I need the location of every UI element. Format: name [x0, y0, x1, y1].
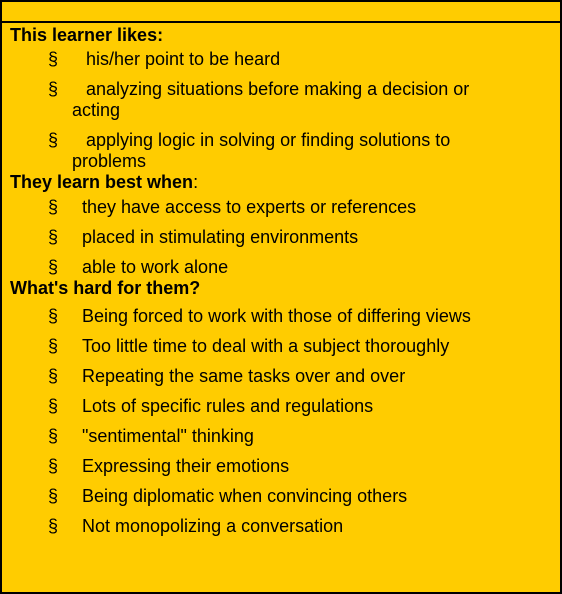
list-item-text: Repeating the same tasks over and over	[82, 366, 406, 386]
list-item: § applying logic in solving or finding s…	[10, 130, 554, 172]
list-item: § Being diplomatic when convincing other…	[10, 486, 554, 507]
header-strip	[2, 2, 560, 23]
list-item-text: applying logic in solving or finding sol…	[86, 130, 451, 150]
list-item: § analyzing situations before making a d…	[10, 79, 554, 121]
section-bullet-icon: §	[48, 336, 59, 356]
section-bullet-icon: §	[48, 516, 59, 536]
list-item: § Too little time to deal with a subject…	[10, 336, 554, 357]
list-item-text: analyzing situations before making a dec…	[86, 79, 470, 99]
list-item-text: Being forced to work with those of diffe…	[82, 306, 471, 326]
list-item: § "sentimental" thinking	[10, 426, 554, 447]
list-item: § Expressing their emotions	[10, 456, 554, 477]
list-item-text: placed in stimulating environments	[82, 227, 359, 247]
list-item-text-continued: problems	[72, 151, 147, 171]
section-bullet-icon: §	[48, 49, 59, 69]
list-item-text: Too little time to deal with a subject t…	[82, 336, 450, 356]
likes-list: § his/her point to be heard § analyzing …	[10, 49, 554, 172]
section-bullet-icon: §	[48, 197, 59, 217]
list-item: § his/her point to be heard	[10, 49, 554, 70]
hard-for-them-list: § Being forced to work with those of dif…	[10, 306, 554, 537]
section-bullet-icon: §	[48, 486, 59, 506]
section-bullet-icon: §	[48, 396, 59, 416]
section-bullet-icon: §	[48, 306, 59, 326]
card-content: This learner likes: § his/her point to b…	[10, 25, 554, 537]
section-bullet-icon: §	[48, 79, 59, 99]
list-item-text: his/her point to be heard	[86, 49, 281, 69]
list-item: § Lots of specific rules and regulations	[10, 396, 554, 417]
list-item: § Repeating the same tasks over and over	[10, 366, 554, 387]
list-item: § they have access to experts or referen…	[10, 197, 554, 218]
section-bullet-icon: §	[48, 366, 59, 386]
section-heading-learn-best: They learn best when:	[10, 172, 199, 192]
section-bullet-icon: §	[48, 130, 59, 150]
section-bullet-icon: §	[48, 456, 59, 476]
list-item: § Not monopolizing a conversation	[10, 516, 554, 537]
learn-best-list: § they have access to experts or referen…	[10, 197, 554, 278]
list-item-text: they have access to experts or reference…	[82, 197, 417, 217]
list-item-text: Not monopolizing a conversation	[82, 516, 344, 536]
section-bullet-icon: §	[48, 426, 59, 446]
list-item: § placed in stimulating environments	[10, 227, 554, 248]
list-item-text: "sentimental" thinking	[82, 426, 254, 446]
section-bullet-icon: §	[48, 257, 59, 277]
list-item-text: Lots of specific rules and regulations	[82, 396, 374, 416]
list-item-text-continued: acting	[72, 100, 121, 120]
section-bullet-icon: §	[48, 227, 59, 247]
list-item: § Being forced to work with those of dif…	[10, 306, 554, 327]
list-item-text: Being diplomatic when convincing others	[82, 486, 408, 506]
list-item: § able to work alone	[10, 257, 554, 278]
list-item-text: able to work alone	[82, 257, 229, 277]
section-heading-likes: This learner likes:	[10, 25, 164, 45]
list-item-text: Expressing their emotions	[82, 456, 290, 476]
section-heading-hard: What's hard for them?	[10, 278, 201, 298]
